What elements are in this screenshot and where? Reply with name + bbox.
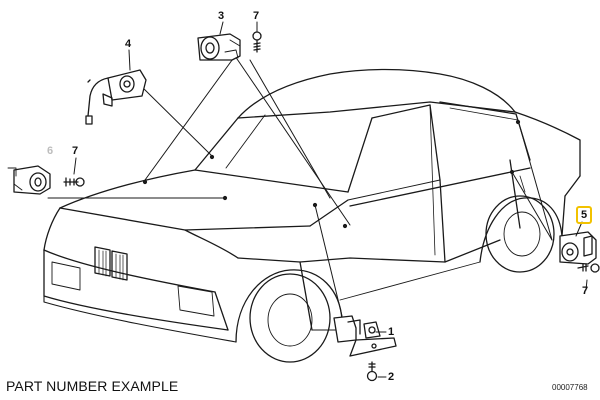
callout-part-1[interactable]: 1 xyxy=(388,326,395,338)
door-contact-switch-6 xyxy=(7,165,51,195)
callout-part-7-left[interactable]: 7 xyxy=(72,145,79,157)
screw-icon xyxy=(577,263,600,273)
leader-lines xyxy=(47,55,553,317)
car-outline xyxy=(43,68,581,363)
front-wheel xyxy=(235,269,343,363)
diagram-code: 00007768 xyxy=(552,383,588,392)
door-contact-switch-3 xyxy=(197,33,241,61)
callout-part-3[interactable]: 3 xyxy=(218,10,225,22)
door-contact-switch-4 xyxy=(85,69,147,125)
screw-icon xyxy=(366,361,378,382)
screw-icon xyxy=(63,177,85,187)
callout-stubs xyxy=(73,21,588,378)
rear-wheel xyxy=(479,195,563,273)
callout-part-7-right[interactable]: 7 xyxy=(582,285,589,297)
callout-part-2[interactable]: 2 xyxy=(388,371,395,383)
callout-part-6[interactable]: 6 xyxy=(47,145,54,157)
callout-part-4[interactable]: 4 xyxy=(125,38,132,50)
door-contact-switch-5 xyxy=(559,231,597,265)
caption: PART NUMBER EXAMPLE xyxy=(6,378,179,394)
kidney-grille xyxy=(94,246,128,281)
callout-part-7-top[interactable]: 7 xyxy=(253,10,260,22)
bracket-1 xyxy=(333,315,397,357)
callout-part-5-highlighted[interactable]: 5 xyxy=(576,206,593,224)
screw-icon xyxy=(252,31,262,53)
